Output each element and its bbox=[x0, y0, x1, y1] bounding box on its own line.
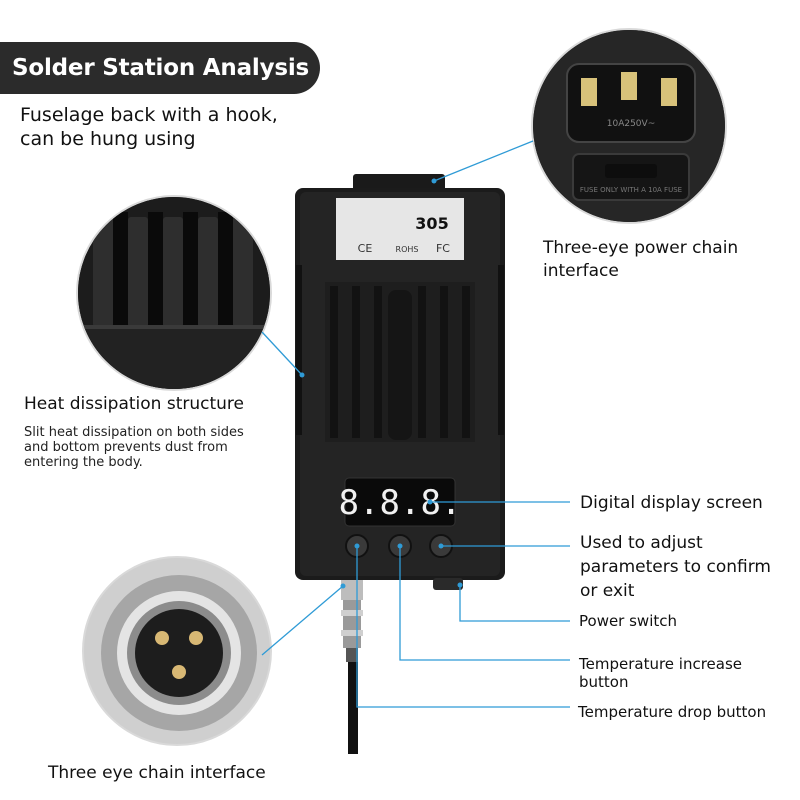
chain-connector-zoom bbox=[82, 556, 272, 746]
heat-dissipation-title: Heat dissipation structure bbox=[24, 394, 245, 414]
model-number: 305 bbox=[415, 214, 448, 233]
inlet-rating-text: 10A250V~ bbox=[607, 119, 656, 129]
display-digits: 8.8.8. bbox=[339, 483, 462, 523]
temp-increase-caption: Temperature increase button bbox=[579, 655, 742, 691]
power-switch-caption: Power switch bbox=[579, 612, 678, 630]
fuse-note-text: FUSE ONLY WITH A 10A FUSE bbox=[580, 186, 682, 194]
temp-increase-button[interactable] bbox=[388, 534, 412, 558]
chain-interface-caption: Three eye chain interface bbox=[48, 763, 266, 783]
power-interface-caption: Three-eye power chain interface bbox=[543, 237, 738, 283]
heat-desc-line1: Slit heat dissipation on both sides bbox=[24, 425, 244, 440]
power-switch[interactable] bbox=[433, 578, 463, 590]
fc-mark: FC bbox=[436, 242, 450, 255]
heat-fins-illustration bbox=[78, 197, 270, 389]
power-inlet-illustration: 10A250V~ FUSE ONLY WITH A 10A FUSE bbox=[533, 30, 725, 222]
adjust-caption-line1: Used to adjust bbox=[580, 533, 703, 553]
adjust-caption-line2: parameters to confirm bbox=[580, 557, 771, 577]
heat-desc-line2: and bottom prevents dust from bbox=[24, 440, 228, 455]
power-inlet-zoom: 10A250V~ FUSE ONLY WITH A 10A FUSE bbox=[531, 28, 727, 224]
ce-mark: CE bbox=[358, 242, 373, 255]
hook-caption-line2: can be hung using bbox=[20, 128, 196, 150]
heat-desc-line3: entering the body. bbox=[24, 455, 143, 470]
hook-caption-line1: Fuselage back with a hook, bbox=[20, 104, 278, 126]
temp-increase-caption-line2: button bbox=[579, 673, 629, 691]
page-title: Solder Station Analysis bbox=[0, 42, 320, 94]
adjust-caption: Used to adjust parameters to confirm or … bbox=[580, 531, 771, 603]
rohs-mark: ROHS bbox=[396, 245, 419, 254]
chain-connector-illustration bbox=[84, 558, 270, 744]
confirm-button[interactable] bbox=[429, 534, 453, 558]
adjust-caption-line3: or exit bbox=[580, 581, 635, 601]
temp-drop-caption: Temperature drop button bbox=[578, 703, 767, 721]
heat-fins-zoom bbox=[76, 195, 272, 391]
temp-drop-button[interactable] bbox=[345, 534, 369, 558]
display-caption: Digital display screen bbox=[580, 493, 763, 513]
power-interface-caption-line1: Three-eye power chain bbox=[543, 238, 739, 258]
hook-caption: Fuselage back with a hook, can be hung u… bbox=[20, 103, 278, 151]
power-interface-caption-line2: interface bbox=[543, 261, 619, 281]
heat-dissipation-description: Slit heat dissipation on both sides and … bbox=[24, 425, 244, 470]
temp-increase-caption-line1: Temperature increase bbox=[579, 655, 743, 673]
